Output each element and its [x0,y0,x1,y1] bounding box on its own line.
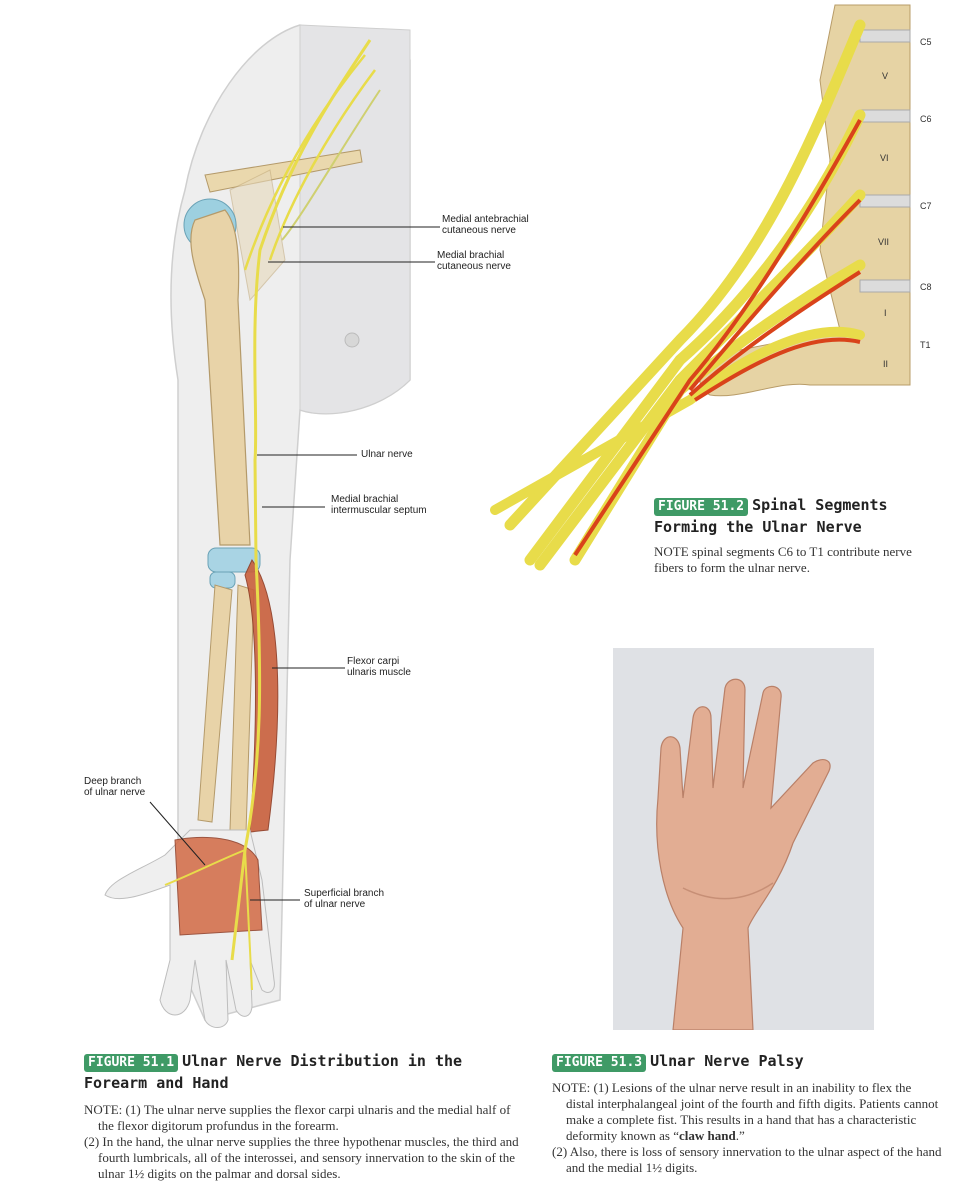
arm-illustration [0,0,480,1040]
fig3-note-1-bold: claw hand [679,1128,736,1143]
fig3-note-2: (2) Also, there is loss of sensory inner… [552,1144,942,1175]
fig1-notes: NOTE: (1) The ulnar nerve supplies the f… [84,1102,524,1182]
fig1-tag: FIGURE 51.1 [84,1054,179,1072]
label-septum: Medial brachial intermuscular septum [331,494,427,516]
label-superficial-branch: Superficial branch of ulnar nerve [304,888,385,910]
fig1-note-1: NOTE: (1) The ulnar nerve supplies the f… [84,1102,511,1133]
spinal-illustration [480,0,960,580]
fig2-note: NOTE spinal segments C6 to T1 contribute… [654,544,912,575]
label-deep-branch: Deep branch of ulnar nerve [84,776,146,798]
spinal-label-c8: C8 [920,282,932,292]
spinal-label-c5: C5 [920,37,932,47]
vertebra-label-ii: II [883,359,889,369]
spinal-label-t1: T1 [920,340,931,350]
label-medial-brachial: Medial brachial cutaneous nerve [437,250,511,272]
label-ulnar-nerve: Ulnar nerve [361,449,413,460]
spinal-label-c6: C6 [920,114,932,124]
fig3-note-1-suffix: .” [735,1128,745,1143]
fig3-note-1: NOTE: (1) Lesions of the ulnar nerve res… [552,1080,942,1144]
fig2-title: Spinal Segments Forming the Ulnar Nerve [654,496,888,536]
fig3-notes: NOTE: (1) Lesions of the ulnar nerve res… [552,1080,942,1176]
spinal-label-c7: C7 [920,201,932,211]
spinal-segments-drawing [490,4,911,571]
fig1-note-2: (2) In the hand, the ulnar nerve supplie… [84,1134,519,1181]
vertebra-label-vi: VI [880,153,889,163]
hand-photo [613,648,874,1030]
vertebra-label-v: V [882,71,889,81]
vertebra-label-i: I [884,308,887,318]
fig3-title: Ulnar Nerve Palsy [650,1052,804,1070]
fig3-tag: FIGURE 51.3 [552,1054,647,1072]
fig1-title: Ulnar Nerve Distribution in the Forearm … [84,1052,463,1092]
fig3-note-1-prefix: NOTE: (1) Lesions of the ulnar nerve res… [552,1080,939,1143]
claw-hand-drawing [656,678,831,1030]
label-fcu: Flexor carpi ulnaris muscle [347,656,411,678]
arm-anatomy-drawing [104,24,440,1028]
vertebra-label-vii: VII [878,237,890,247]
fig2-tag: FIGURE 51.2 [654,498,749,516]
label-medial-antebrachial: Medial antebrachial cutaneous nerve [442,214,529,236]
